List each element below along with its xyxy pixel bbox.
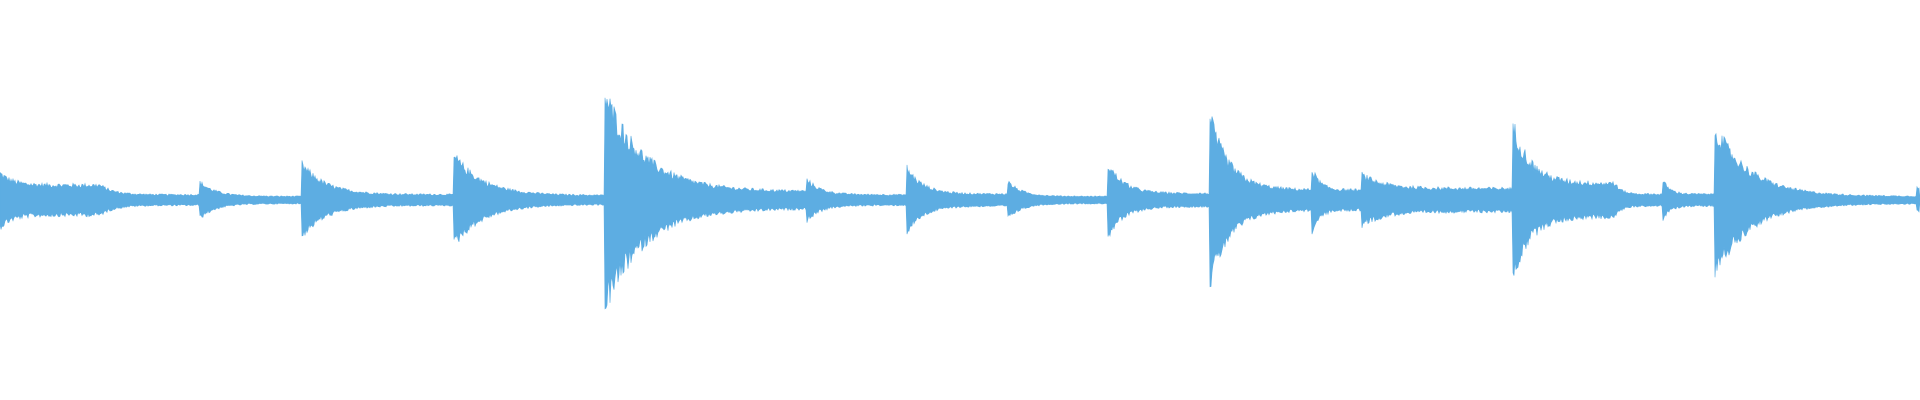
waveform-shape xyxy=(0,97,1920,310)
